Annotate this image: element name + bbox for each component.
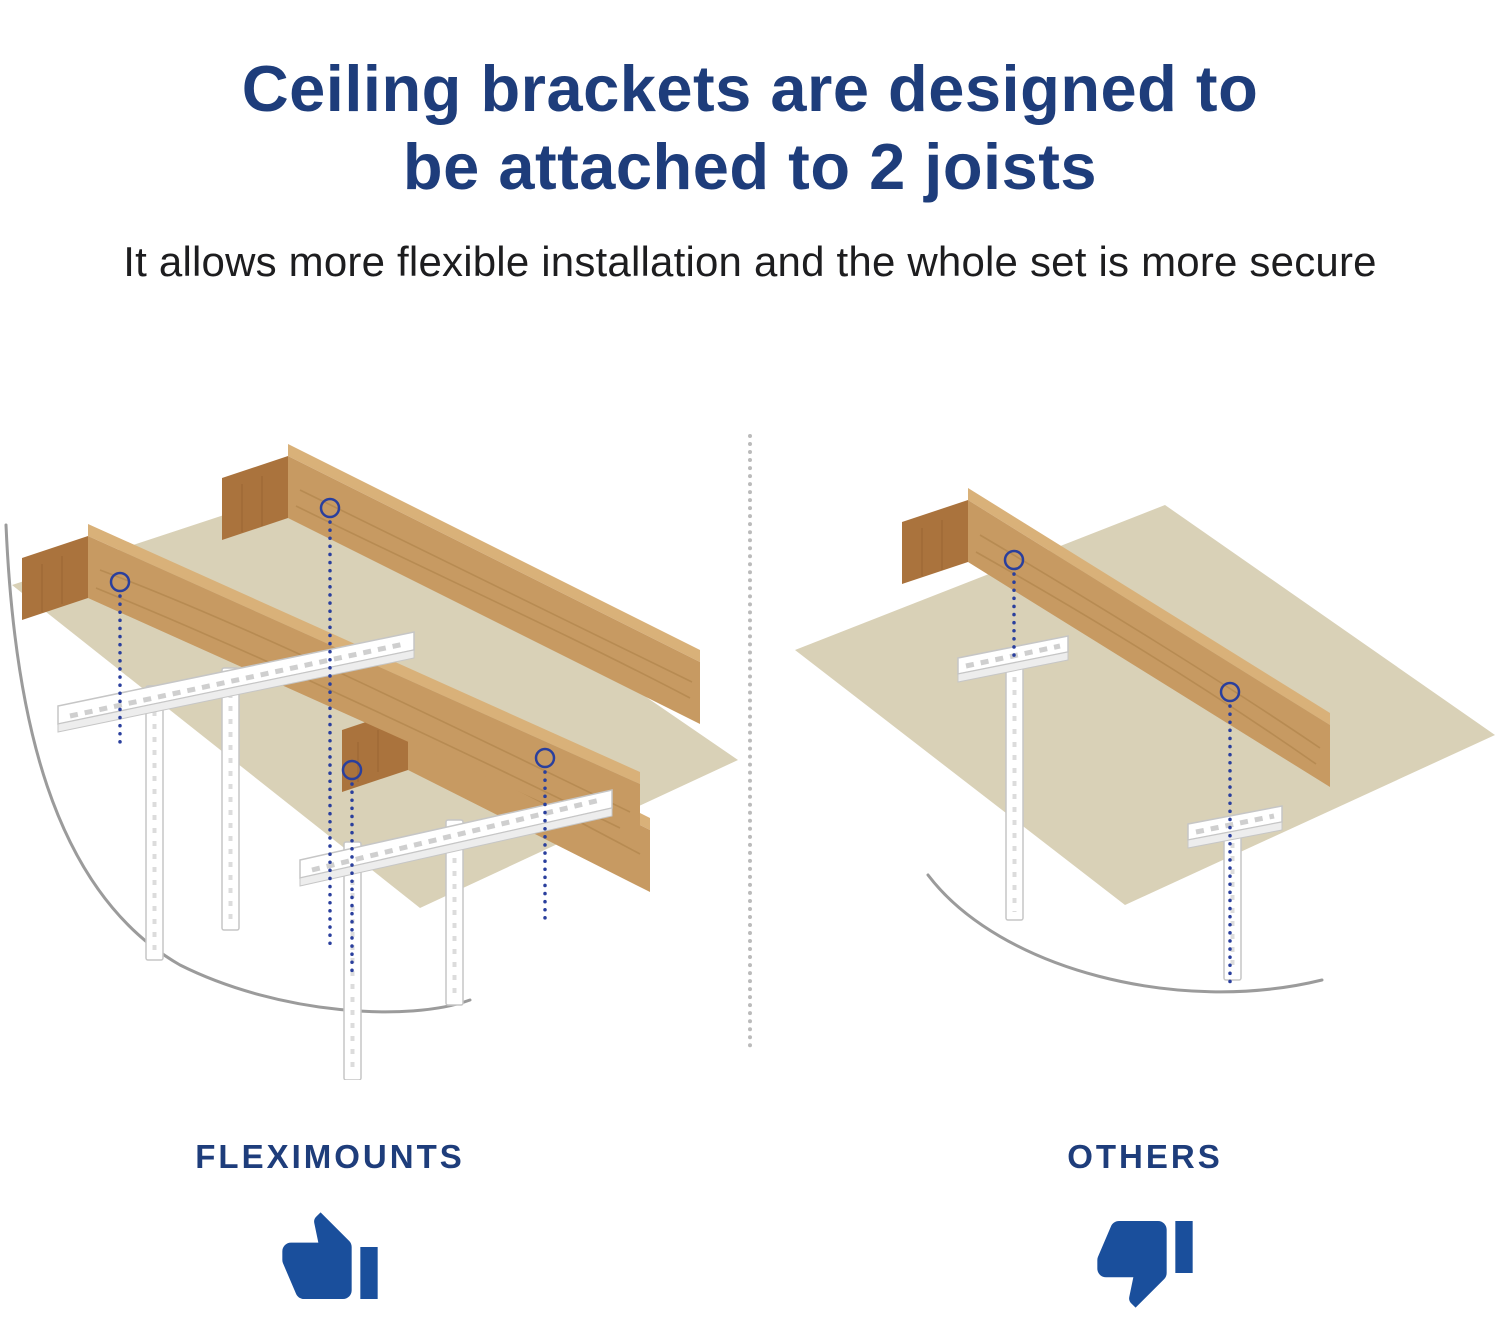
title-line-1: Ceiling brackets are designed to bbox=[241, 51, 1259, 125]
joist bbox=[222, 444, 700, 724]
bracket-post bbox=[1223, 817, 1242, 981]
joist bbox=[902, 488, 1330, 787]
screw-marker bbox=[109, 497, 556, 980]
others-illustration bbox=[795, 488, 1495, 994]
bracket-rail bbox=[57, 631, 415, 733]
bracket-rail bbox=[299, 789, 613, 887]
bracket-rail bbox=[1187, 805, 1283, 849]
fleximounts-illustration bbox=[4, 444, 738, 1080]
bracket-post bbox=[343, 819, 464, 1080]
thumbs-up-icon bbox=[282, 1212, 378, 1299]
title-line-2: be attached to 2 joists bbox=[402, 129, 1098, 203]
others-label: OTHERS bbox=[1067, 1138, 1223, 1175]
others-verdict bbox=[800, 1208, 1490, 1317]
cutaway-curve bbox=[926, 873, 1324, 994]
page-subtitle: It allows more flexible installation and… bbox=[123, 238, 1377, 285]
fleximounts-verdict bbox=[0, 1208, 660, 1317]
fleximounts-label: FLEXIMOUNTS bbox=[195, 1138, 465, 1175]
bracket-post bbox=[145, 667, 240, 961]
thumbs-down-icon bbox=[1097, 1221, 1193, 1308]
screw-marker bbox=[1003, 549, 1241, 984]
bracket-post bbox=[1005, 651, 1024, 921]
panel-divider bbox=[748, 434, 752, 1048]
page-title: Ceiling brackets are designed to be atta… bbox=[0, 50, 1500, 206]
ceiling-sheet bbox=[795, 505, 1495, 905]
